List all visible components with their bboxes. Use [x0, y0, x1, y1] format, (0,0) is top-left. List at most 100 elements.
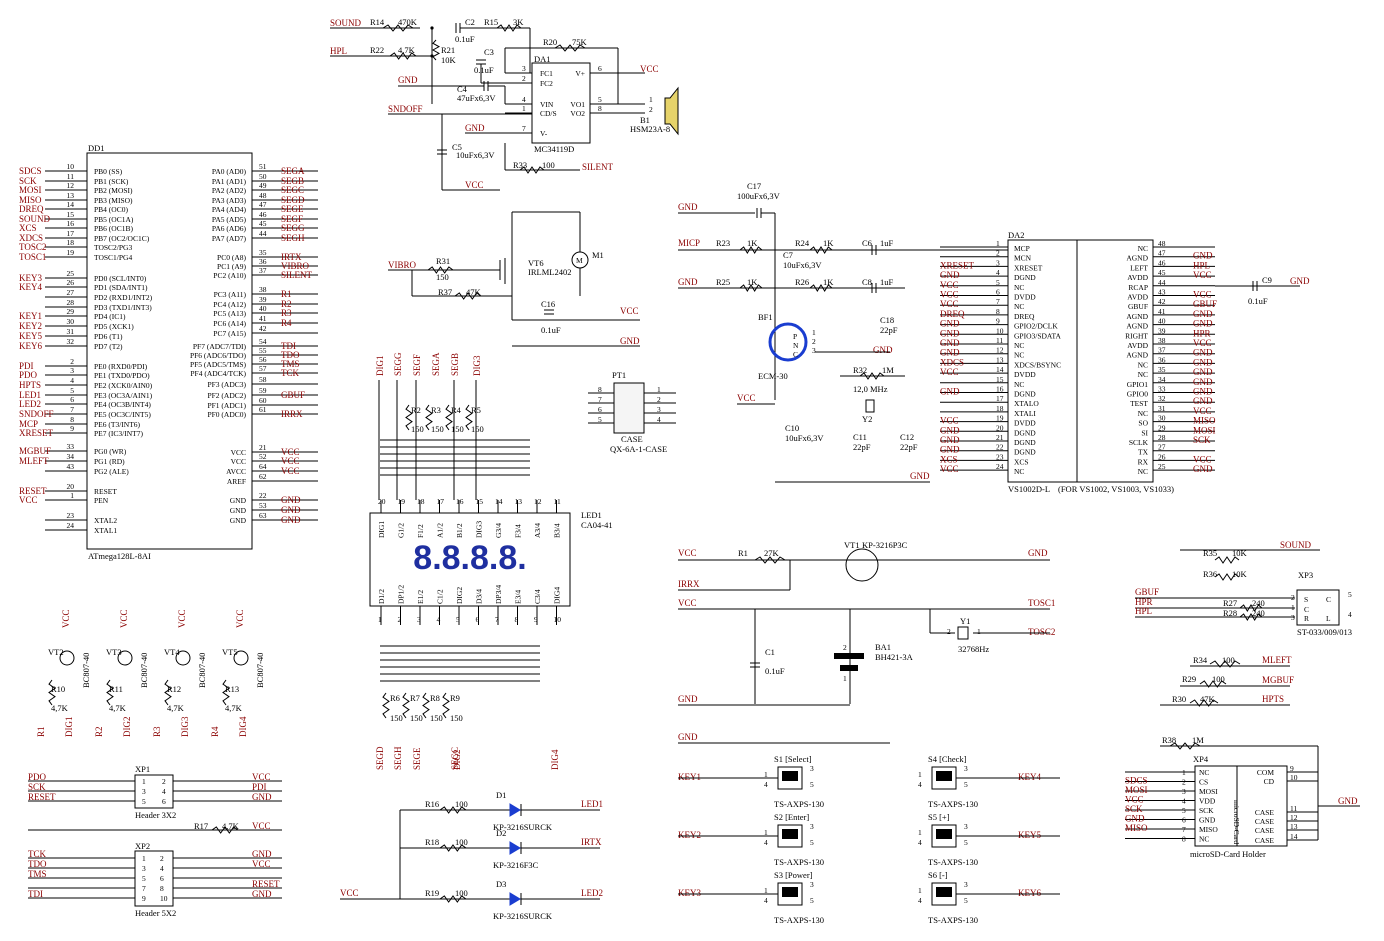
amp-pin-name: FC2	[540, 79, 553, 88]
decoder-left-net: VCC	[940, 290, 959, 300]
decoder-right-net: VCC	[1193, 406, 1212, 416]
sd-pin-name: VDD	[1199, 797, 1216, 806]
mcu-left-net: PDO	[19, 370, 38, 380]
decoder-right-net: GND	[1193, 396, 1213, 406]
sd-pin-number: 12	[1290, 813, 1298, 822]
ir-vcc2: VCC	[678, 598, 697, 608]
pnp-transistor-icon	[233, 650, 249, 666]
mcu-right-net: R3	[281, 308, 292, 318]
mcu-pin-number: 41	[259, 314, 267, 323]
decoder-pin-number: 44	[1158, 278, 1166, 287]
r20-ref: R20	[543, 37, 557, 47]
display-res-val: 150	[450, 713, 463, 723]
decoder-pin-name: SO	[1138, 419, 1148, 428]
decoder-pin-number: 19	[996, 414, 1004, 423]
decoder-pin-number: 10	[996, 326, 1004, 335]
mcu-pin-name: PD7 (T2)	[94, 342, 123, 351]
r14-val: 470K	[398, 17, 418, 27]
display-pin-name: DIG3	[475, 521, 484, 538]
decoder-pin-number: 46	[1158, 258, 1166, 267]
c6-val: 1uF	[880, 238, 894, 248]
r23-val: 1K	[747, 238, 758, 248]
mcu-left-net: LED2	[19, 399, 41, 409]
led-part: KP-3216SURCK	[493, 911, 553, 921]
r28-val: 240	[1252, 608, 1265, 618]
mcu-pin-number: 31	[67, 327, 75, 336]
display-res-ref: R6	[390, 693, 400, 703]
driver-res-val: 4,7K	[167, 703, 185, 713]
r32-val: 1M	[882, 365, 894, 375]
sd-pin-number: 2	[1182, 778, 1186, 787]
mic-pin-number: 2	[812, 337, 816, 346]
decoder-pin-number: 35	[1158, 365, 1166, 374]
button-pin: 1	[764, 886, 768, 895]
mcu-pin-number: 18	[67, 238, 75, 247]
decoder-pin-number: 14	[996, 365, 1004, 374]
amp-part: MC34119D	[534, 144, 574, 154]
mcu-right-net: SEGG	[281, 223, 305, 233]
bf1-part: ECM-30	[758, 371, 788, 381]
resistor-r17	[211, 826, 239, 834]
mcu-pin-number: 37	[259, 266, 267, 275]
display-pin-number: 4	[437, 615, 441, 624]
r25-ref: R25	[716, 277, 730, 287]
mcu-pin-name: PC3 (A11)	[214, 290, 247, 299]
mcu-left-net: XCS	[19, 223, 37, 233]
jack-pin: 1	[1291, 603, 1295, 612]
decoder-left-net: VCC	[940, 299, 959, 309]
xp1-pin-number: 6	[162, 797, 166, 806]
mcu-pin-name: PB1 (SCK)	[94, 177, 129, 186]
mcu-pin-number: 50	[259, 172, 267, 181]
decoder-pin-name: AVDD	[1127, 293, 1148, 302]
decoder-pin-number: 32	[1158, 394, 1166, 403]
button-part: TS-AXPS-130	[928, 857, 978, 867]
r17-net: VCC	[252, 821, 271, 831]
vt1-ref: VT1	[844, 540, 860, 550]
decoder-pin-name: AVDD	[1127, 273, 1148, 282]
decoder-pin-name: GPIO3/SDATA	[1014, 331, 1061, 340]
mcu-pin-number: 14	[67, 200, 75, 209]
button-ref: S2 [Enter]	[774, 812, 809, 822]
c1-ref: C1	[765, 647, 775, 657]
y1-ref: Y1	[960, 616, 970, 626]
display-top-net: DIG1	[375, 356, 385, 377]
button-pin: 4	[764, 780, 768, 789]
resistor-r29	[1199, 680, 1227, 688]
hp-sound: SOUND	[1280, 540, 1312, 550]
decoder-pin-number: 3	[996, 258, 1000, 267]
c17-ref: C17	[747, 181, 761, 191]
y2-val: 12,0 MHz	[853, 384, 888, 394]
mcu-right-net: TDO	[281, 350, 300, 360]
mcu-pin-number: 11	[67, 172, 74, 181]
display-res-val: 150	[451, 424, 464, 434]
decoder-pin-name: NC	[1138, 244, 1148, 253]
decoder-pin-name: NC	[1014, 351, 1024, 360]
decoder-pin-number: 30	[1158, 414, 1166, 423]
display-pin-name: C1/2	[436, 589, 445, 604]
decoder-pin-number: 12	[996, 346, 1004, 355]
mcu-left-net: KEY4	[19, 282, 42, 292]
mcu-pin-name: PC7 (A15)	[213, 329, 246, 338]
driver-res-ref: R11	[109, 684, 123, 694]
led-part: KP-3216SURCK	[493, 822, 553, 832]
mcu-pin-name: PD1 (SDA/INT1)	[94, 283, 148, 292]
display-bottom-net: SEGE	[412, 747, 422, 770]
decoder-pin-number: 39	[1158, 326, 1166, 335]
display-pin-name: G3/4	[494, 523, 503, 538]
button-pin: 3	[964, 822, 968, 831]
decoder-pin-number: 11	[996, 336, 1003, 345]
display-pin-name: DIG4	[553, 587, 562, 604]
hp-mleft: MLEFT	[1262, 655, 1292, 665]
button-ref: S5 [+]	[928, 812, 950, 822]
display-ref: LED1	[581, 510, 602, 520]
c11-ref: C11	[853, 432, 867, 442]
sd-pin-name: CASE	[1255, 817, 1275, 826]
display-body	[369, 512, 571, 607]
mcu-pin-name: PF4 (ADC4/TCK)	[190, 369, 246, 378]
amp-pin-number: 5	[598, 95, 602, 104]
mcu-pin-name: PA3 (AD3)	[212, 196, 247, 205]
display-pin-number: 2	[398, 615, 402, 624]
decoder-pin-name: MCP	[1014, 244, 1030, 253]
button-ref: S1 [Select]	[774, 754, 812, 764]
xp3-ref: XP3	[1298, 570, 1313, 580]
